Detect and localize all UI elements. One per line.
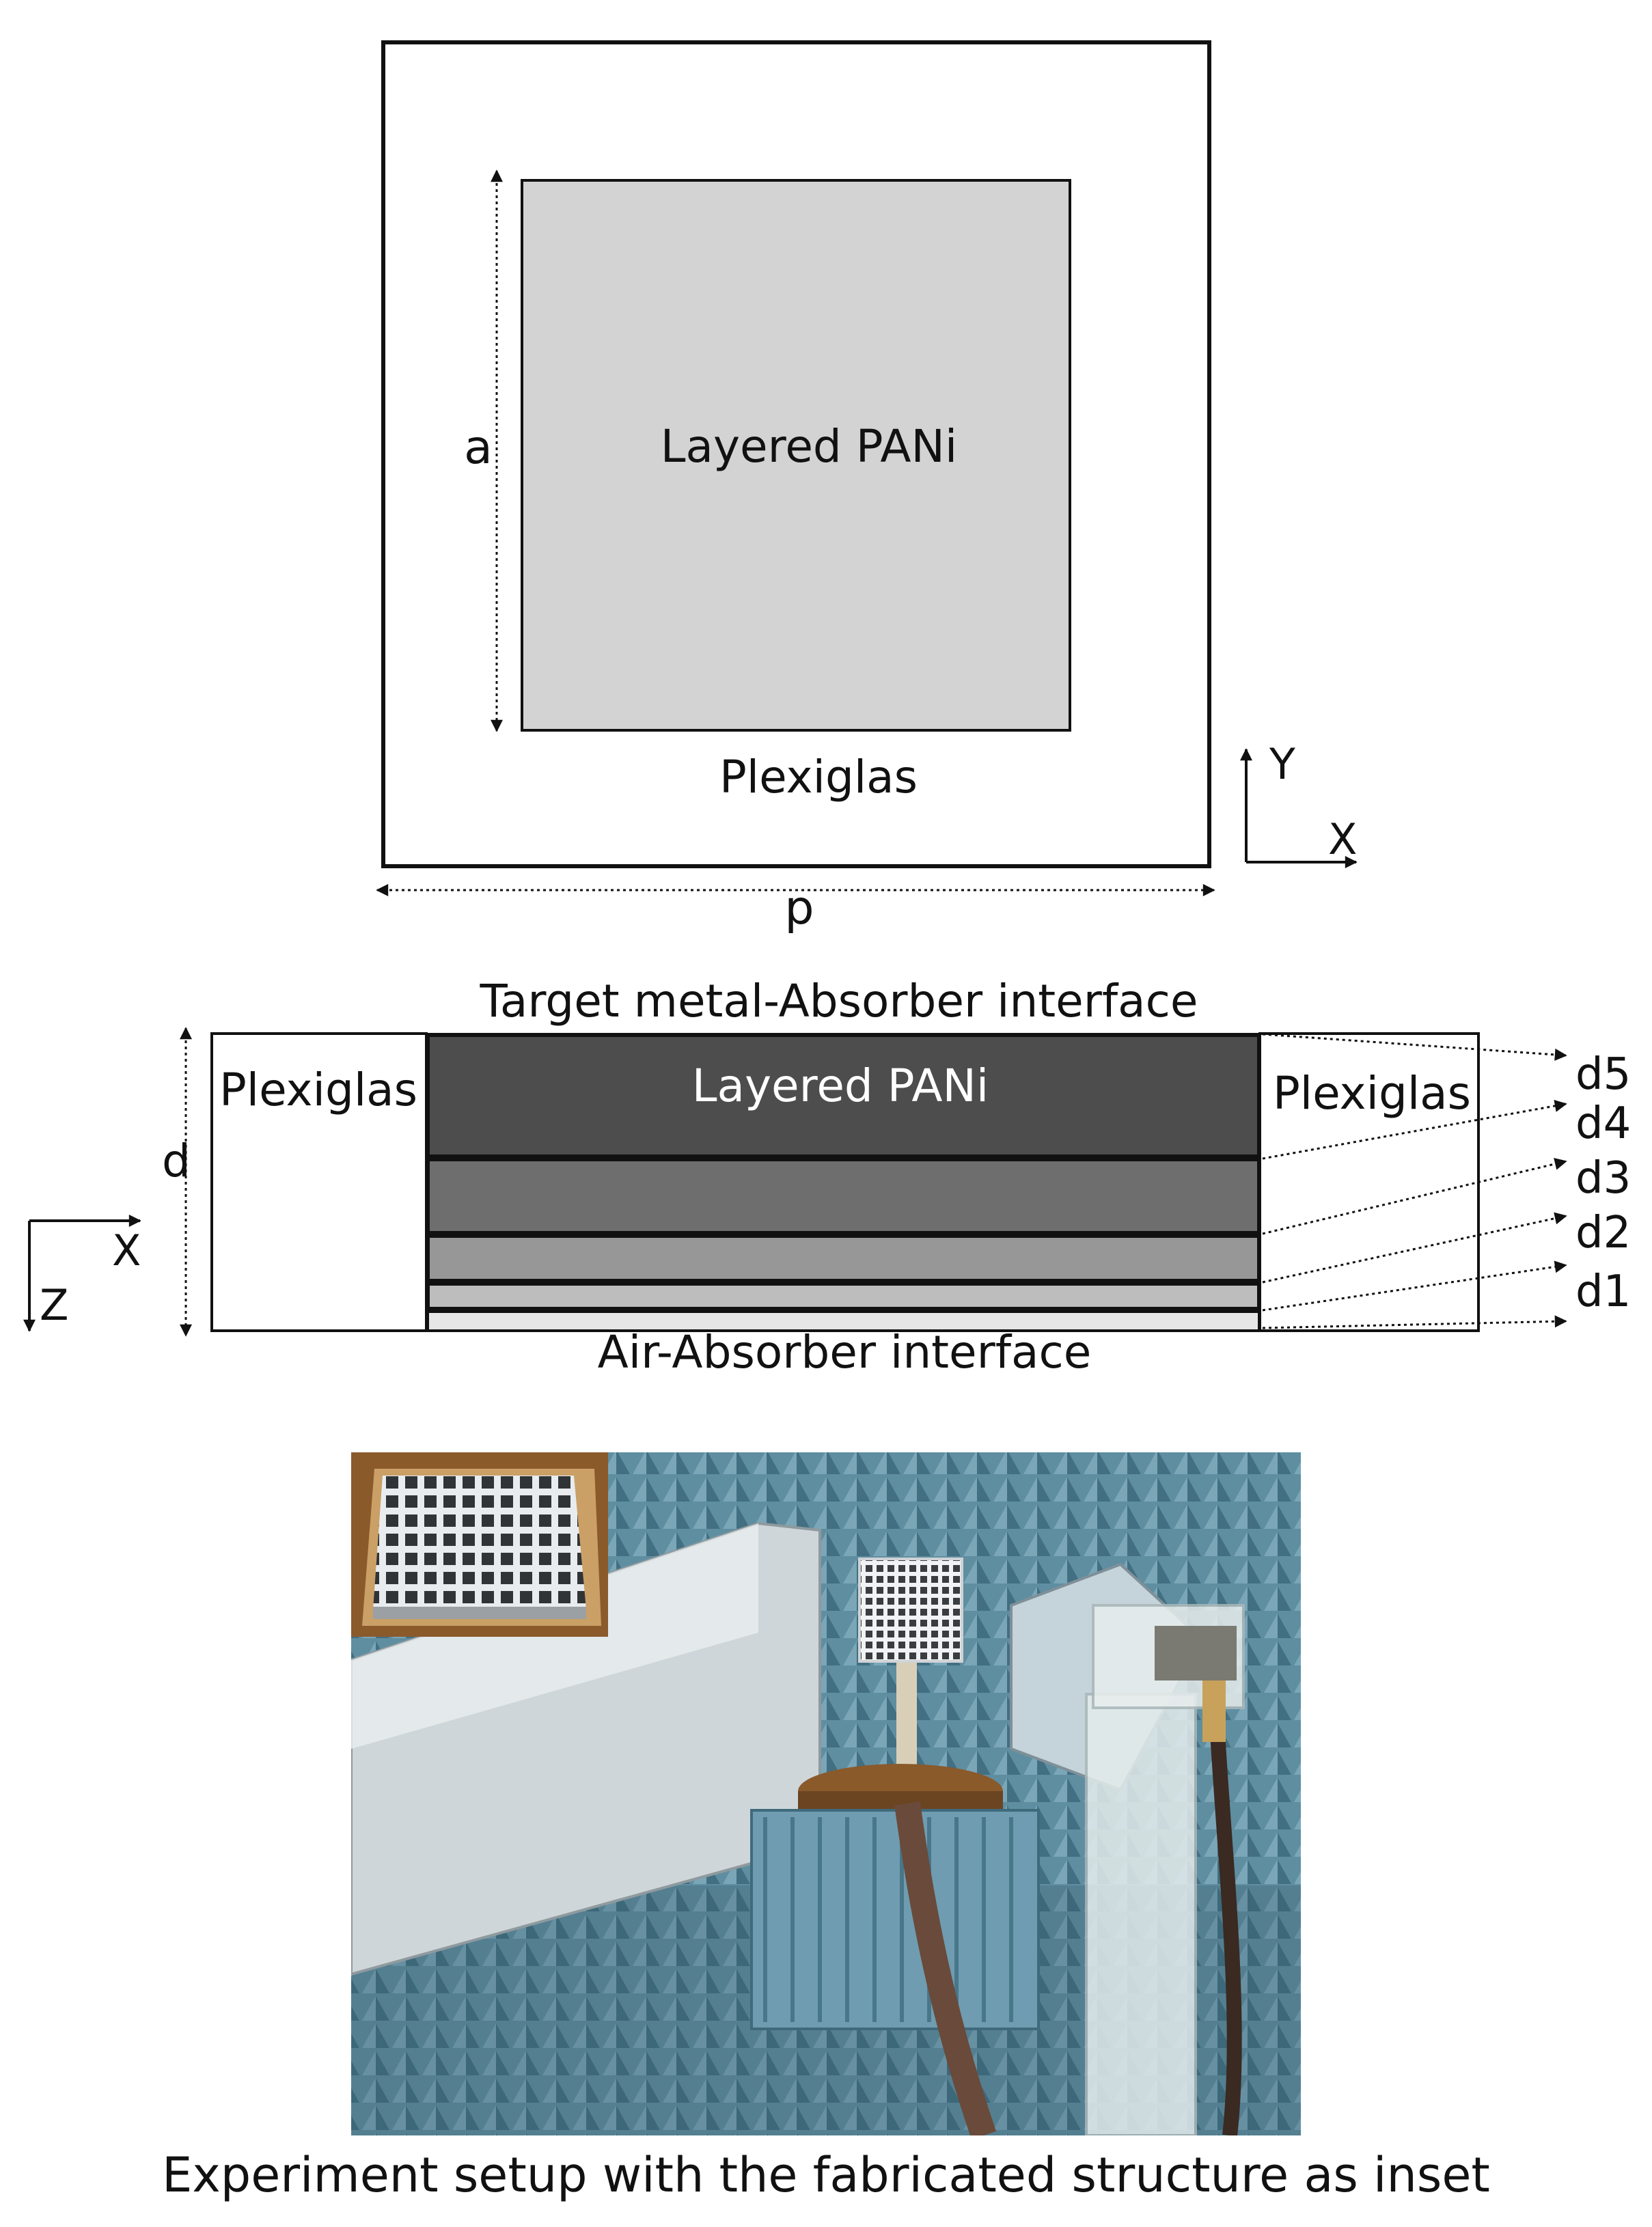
experiment-photo (351, 1452, 1301, 2135)
axis-y-label: Y (1269, 739, 1295, 789)
side-right-plexiglas-label: Plexiglas (1273, 1067, 1471, 1120)
plexiglas-right (1258, 1032, 1480, 1332)
pani-square (521, 179, 1071, 732)
label-d2: d2 (1575, 1208, 1631, 1258)
label-d1: d1 (1575, 1267, 1631, 1317)
pani-label: Layered PANi (661, 420, 957, 473)
bottom-interface-label: Air-Absorber interface (598, 1326, 1092, 1379)
plexiglas-left (210, 1032, 428, 1332)
label-d4: d4 (1575, 1098, 1631, 1149)
layer-d2 (426, 1282, 1261, 1311)
dimension-p-label: p (784, 881, 814, 935)
top-view: Layered PANi Plexiglas a p Y X (376, 40, 1358, 935)
label-d3: d3 (1575, 1153, 1631, 1204)
xz-axes: X Z (23, 1215, 141, 1332)
axis-z-label: Z (40, 1280, 68, 1330)
layer-d3 (426, 1234, 1261, 1283)
dimension-d-label: d (162, 1135, 191, 1187)
top-interface-label: Target metal-Absorber interface (479, 975, 1198, 1027)
xy-axes: Y X (1240, 739, 1358, 868)
axis-x2-label: X (112, 1226, 141, 1275)
plexiglas-label: Plexiglas (719, 751, 918, 803)
axis-x-label: X (1328, 814, 1357, 864)
label-d5: d5 (1575, 1049, 1631, 1100)
inset-fabricated-structure (351, 1452, 608, 1637)
side-view: Target metal-Absorber interface Air-Abso… (23, 975, 1631, 1379)
pedestal-stand (896, 1660, 917, 1776)
thickness-leaders (1262, 1033, 1567, 1329)
sample-under-test (858, 1558, 963, 1663)
side-left-plexiglas-label: Plexiglas (219, 1064, 417, 1116)
layer-d5 (426, 1033, 1261, 1159)
side-pani-label: Layered PANi (692, 1060, 989, 1112)
absorber-blocks (750, 1809, 1040, 2030)
layer-d4 (426, 1157, 1261, 1235)
acrylic-holder (1085, 1693, 1197, 2135)
photo-caption: Experiment setup with the fabricated str… (162, 2147, 1490, 2203)
coax-cable (894, 1801, 996, 2135)
dimension-a-label: a (464, 421, 493, 475)
layer-d1 (426, 1310, 1261, 1332)
